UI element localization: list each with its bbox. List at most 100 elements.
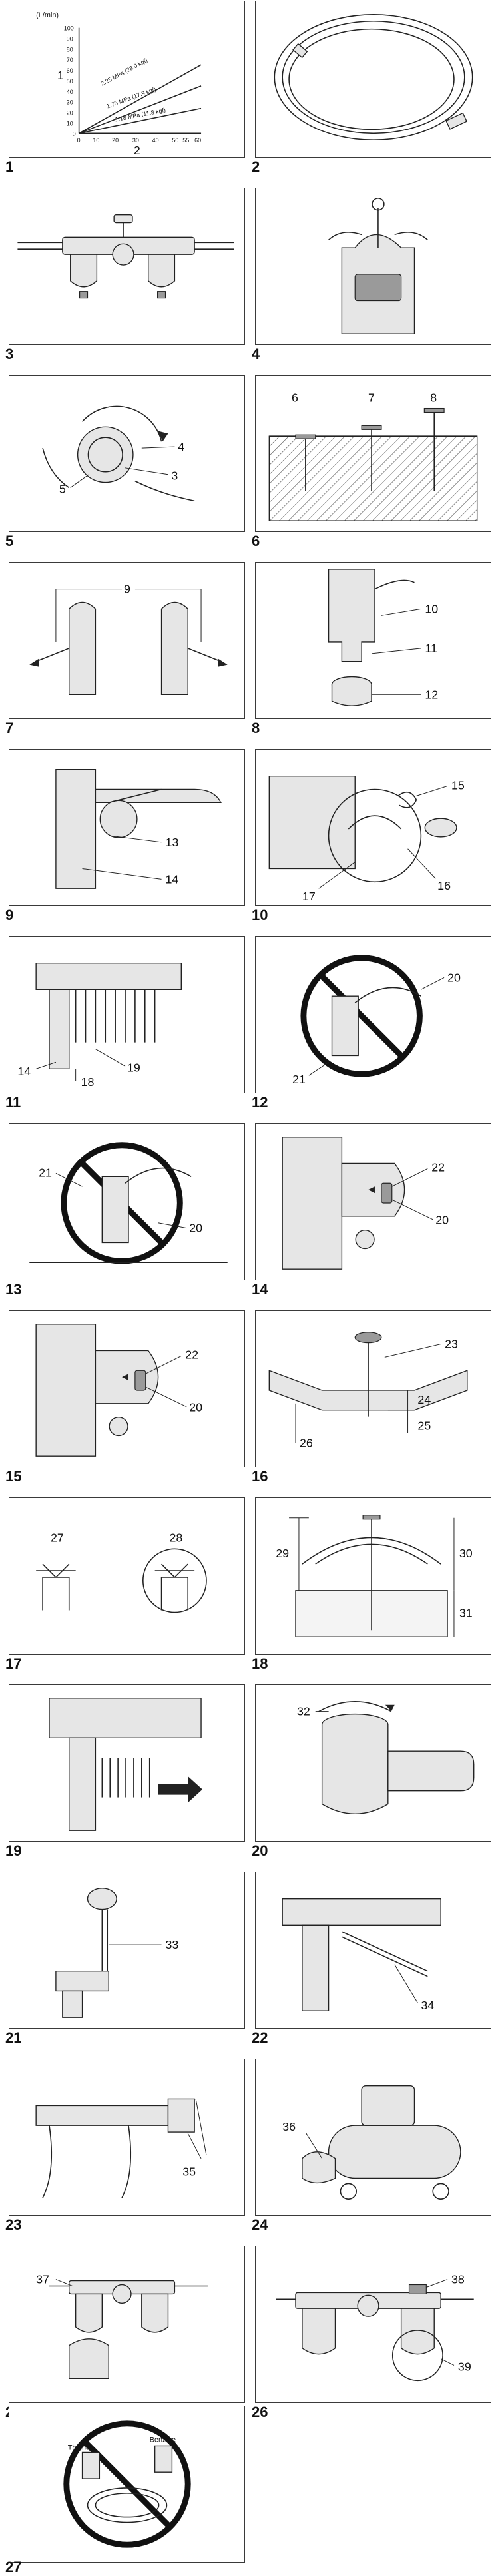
compressor-drain-illustration: 36 [282, 2085, 461, 2200]
connect-hose-to-tool-illustration [328, 198, 428, 334]
driver-blade-cleaning-illustration: 34 [282, 1898, 441, 2012]
x-tick: 40 [152, 137, 159, 144]
x-tick: 50 [172, 137, 178, 144]
figure-panel-6: 6 7 8 [255, 375, 491, 532]
callout-23: 23 [445, 1338, 458, 1351]
callout-31: 31 [459, 1606, 473, 1619]
callout-36: 36 [282, 2120, 296, 2133]
callout-1: 1 [57, 69, 64, 82]
x-tick: 0 [77, 137, 81, 144]
figure-panel-23: 35 [9, 2059, 245, 2216]
chart-x-ticks: 0 10 20 30 40 50 55 60 [77, 137, 201, 144]
trigger-selector-illustration: 22 20 [282, 1137, 449, 1270]
callout-5: 5 [59, 482, 66, 495]
nail-penetration-illustration: 29 30 31 [276, 1515, 473, 1637]
callout-18: 18 [81, 1075, 95, 1089]
callout-3: 3 [171, 469, 178, 483]
figure-number: 26 [252, 2404, 268, 2420]
air-regulator-unit-illustration [17, 214, 234, 299]
x-tick: 60 [194, 137, 201, 144]
y-tick: 100 [64, 25, 74, 32]
chart-line [79, 64, 202, 134]
remove-nails-illustration [49, 1698, 203, 1831]
figure-number: 10 [252, 907, 268, 923]
lubricator-oil-illustration: 38 39 [276, 2273, 474, 2382]
figure-panel-14: 22 20 [255, 1123, 491, 1280]
figure-number: 7 [5, 720, 14, 736]
x-tick: 10 [93, 137, 99, 144]
figure-panel-7: 9 [9, 562, 245, 719]
callout-9: 9 [124, 583, 130, 596]
figure-number: 18 [252, 1655, 268, 1672]
chart-unit-label: (L/min) [36, 11, 59, 19]
air-consumption-chart: (L/min) 100 90 80 70 60 50 40 30 20 10 0… [36, 11, 202, 157]
figure-number: 8 [252, 720, 260, 736]
nail-strip [101, 1758, 150, 1798]
figure-number: 13 [5, 1281, 22, 1298]
callout-32: 32 [297, 1705, 310, 1718]
y-tick: 10 [67, 120, 73, 127]
callout-38: 38 [451, 2273, 465, 2286]
exhaust-cover-illustration: 32 [297, 1701, 475, 1814]
figure-panel-27: Thinner Benzine [9, 2406, 245, 2563]
callout-19: 19 [127, 1061, 140, 1074]
chart-y-ticks: 100 90 80 70 60 50 40 30 20 10 0 [64, 25, 76, 138]
callout-15: 15 [451, 778, 465, 792]
figure-panel-8: 10 11 12 [255, 562, 491, 719]
figure-number: 23 [5, 2216, 22, 2233]
figure-number: 17 [5, 1655, 22, 1672]
chart-line [79, 107, 202, 134]
chart-line [79, 85, 202, 134]
callout-25: 25 [417, 1419, 431, 1432]
figure-panel-18: 29 30 31 [255, 1497, 491, 1655]
figure-panel-17: 27 28 [9, 1497, 245, 1655]
figure-number: 15 [5, 1468, 22, 1485]
prohibited-use-illustration: 21 20 [29, 1142, 228, 1264]
figure-number: 9 [5, 907, 14, 923]
figure-number: 19 [5, 1842, 22, 1859]
figure-number: 24 [252, 2216, 268, 2233]
nail-coil-setting-illustration: 15 16 17 [268, 775, 465, 903]
magazine-loading-illustration: 13 14 [55, 769, 222, 889]
callout-2: 2 [134, 144, 140, 157]
figure-number: 22 [252, 2029, 268, 2046]
callout-22: 22 [431, 1160, 445, 1174]
roofing-nail-depth-illustration: 23 24 25 26 [268, 1332, 468, 1449]
callout-27: 27 [51, 1531, 64, 1544]
figure-panel-13: 21 20 [9, 1123, 245, 1280]
callout-20: 20 [189, 1222, 202, 1235]
label-thinner: Thinner [68, 2444, 93, 2451]
depth-adjuster-illustration: 4 5 3 [42, 405, 195, 502]
callout-35: 35 [182, 2165, 196, 2179]
figure-panel-16: 23 24 25 26 [255, 1310, 491, 1467]
callout-30: 30 [459, 1547, 473, 1560]
callout-14: 14 [17, 1065, 31, 1078]
callout-14: 14 [166, 872, 179, 886]
figure-panel-19 [9, 1684, 245, 1842]
x-tick: 30 [132, 137, 139, 144]
staple-position-illustration: 27 28 [36, 1531, 207, 1613]
figure-panel-5: 4 5 3 [9, 375, 245, 532]
figure-panel-22: 34 [255, 1872, 491, 2029]
callout-26: 26 [300, 1436, 313, 1449]
chart-line-label: 2.25 MPa (23.0 kgf) [100, 57, 149, 87]
y-tick: 30 [67, 99, 73, 106]
callout-12: 12 [425, 688, 438, 701]
figure-panel-20: 32 [255, 1684, 491, 1842]
x-tick: 55 [182, 137, 189, 144]
figure-number: 2 [252, 158, 260, 175]
figure-panel-21: 33 [9, 1872, 245, 2029]
callout-37: 37 [36, 2273, 49, 2286]
figure-panel-2 [255, 1, 491, 158]
callout-29: 29 [276, 1547, 289, 1560]
callout-21: 21 [39, 1166, 52, 1179]
prohibited-use-illustration: 20 21 [292, 955, 461, 1086]
y-tick: 70 [67, 57, 73, 63]
exhaust-direction-illustration: 9 [29, 583, 228, 695]
y-tick: 50 [67, 78, 73, 85]
hammer-tap-illustration: 33 [55, 1888, 178, 2018]
y-tick: 0 [73, 130, 76, 137]
callout-11: 11 [425, 642, 437, 655]
figure-number: 14 [252, 1281, 268, 1298]
